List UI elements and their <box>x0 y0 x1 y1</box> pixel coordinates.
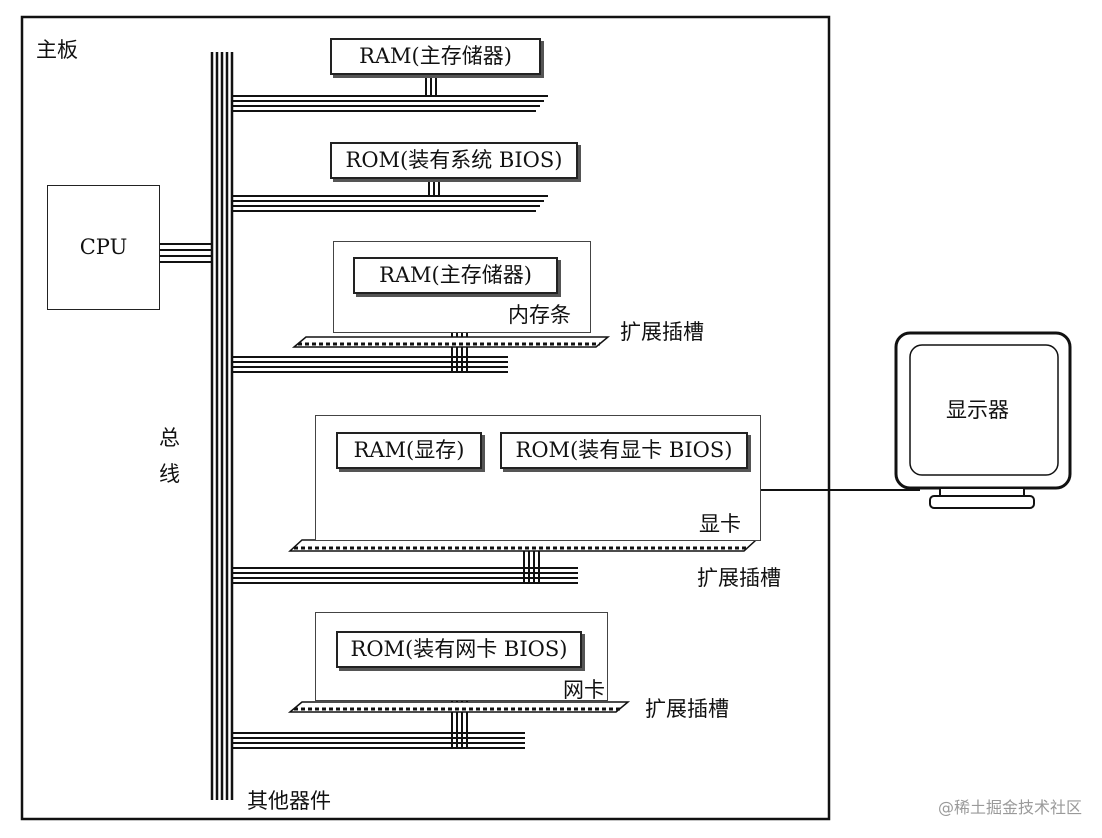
monitor-icon <box>894 331 1072 509</box>
branch-ram-main <box>232 76 548 112</box>
slot-rail-network <box>287 701 631 713</box>
rom-bios-chip: ROM(装有系统 BIOS) <box>330 142 578 179</box>
slot-label-3: 扩展插槽 <box>645 697 729 721</box>
ram-main-label: RAM(主存储器) <box>359 44 512 68</box>
branch-rom-bios <box>232 180 548 212</box>
rom-bios-label: ROM(装有系统 BIOS) <box>345 148 563 172</box>
ram-module-chip: RAM(主存储器) <box>353 257 558 294</box>
monitor-label: 显示器 <box>946 398 1009 422</box>
bus-label-line2: 线 <box>159 462 180 486</box>
other-devices-label: 其他器件 <box>247 789 331 813</box>
cpu-bus-link <box>160 243 212 263</box>
rom-nic-chip: ROM(装有网卡 BIOS) <box>336 631 582 668</box>
cpu-block: CPU <box>47 185 160 310</box>
main-bus <box>210 52 234 800</box>
motherboard-label: 主板 <box>36 38 78 62</box>
slot-rail-graphics <box>288 539 758 552</box>
ram-video-label: RAM(显存) <box>353 438 465 462</box>
cpu-label: CPU <box>79 235 128 259</box>
network-card-label: 网卡 <box>563 678 605 702</box>
rom-video-chip: ROM(装有显卡 BIOS) <box>500 432 748 469</box>
ram-video-chip: RAM(显存) <box>336 432 482 469</box>
rom-video-label: ROM(装有显卡 BIOS) <box>515 438 733 462</box>
slot-label-1: 扩展插槽 <box>620 320 704 344</box>
motherboard-outline <box>20 15 831 821</box>
memory-module-label: 内存条 <box>508 303 571 327</box>
graphics-card-label: 显卡 <box>699 512 741 536</box>
ram-module-label: RAM(主存储器) <box>379 263 532 287</box>
ram-main-chip: RAM(主存储器) <box>330 38 541 75</box>
slot-rail-memory <box>291 336 611 348</box>
watermark-text: @稀土掘金技术社区 <box>937 798 1082 817</box>
rom-nic-label: ROM(装有网卡 BIOS) <box>350 637 568 661</box>
slot-label-2: 扩展插槽 <box>697 566 781 590</box>
bus-label-line1: 总 <box>159 426 180 450</box>
